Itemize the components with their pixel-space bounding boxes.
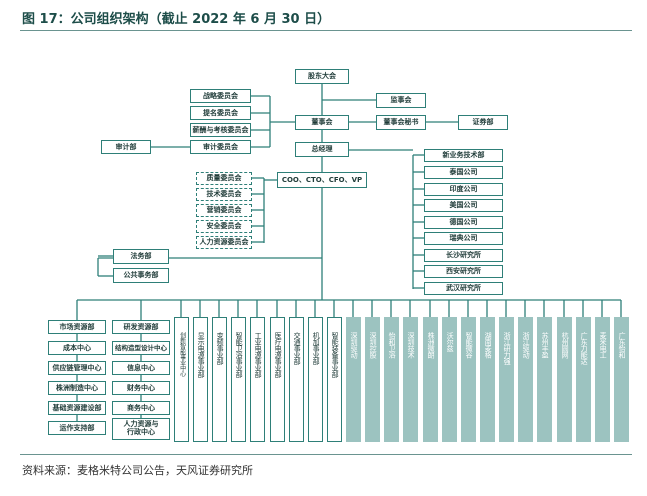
sub-hunan-mag: 湖南麦格 [480, 317, 495, 442]
legal-dept-box: 法务部 [113, 249, 169, 264]
sub-shenzhen-tech-label: 深圳技术 [407, 332, 416, 358]
dept-supply-chain: 供应链管理中心 [48, 361, 106, 375]
supervisors-box: 监事会 [376, 93, 426, 108]
overseas-sweden-box: 瑞典公司 [424, 232, 503, 245]
bu-machining: 机加事业部 [308, 317, 323, 442]
executives-box: COO、CTO、CFO、VP [277, 172, 367, 188]
sub-zhejiang-drive-label: 浙江驱动 [522, 332, 531, 358]
sub-guangdong-yihe: 广东怡和 [614, 317, 629, 442]
dept-structural-design: 结构造型设计中心 [112, 341, 170, 355]
overseas-xian-box: 西安研究所 [424, 265, 503, 278]
sub-smart-valley-label: 智能微谷 [465, 332, 474, 358]
sub-suzhou-fengying: 苏州丰盈 [537, 317, 552, 442]
audit-committee-box: 审计委员会 [190, 140, 251, 154]
quality-committee-box: 质量委员会 [196, 172, 252, 185]
nomination-committee-box: 提名委员会 [190, 106, 251, 120]
sub-hunan-mag-label: 湖南麦格 [484, 332, 493, 358]
bu-traffic: 交通事业部 [289, 317, 304, 442]
gm-box: 总经理 [295, 142, 349, 157]
sub-shenzhen-drive-label: 深圳驱动 [350, 332, 359, 358]
bu-smart-sanitary: 智能卫浴事业部 [231, 317, 246, 442]
securities-dept-box: 证券部 [458, 115, 508, 130]
bottom-rule [20, 454, 632, 455]
hr-committee-box: 人力资源委员会 [196, 236, 252, 249]
compensation-committee-box: 薪酬与考核委员会 [190, 123, 251, 137]
sub-guangdong-linengda-label: 广东力能达 [580, 332, 589, 365]
overseas-germany-box: 德国公司 [424, 216, 503, 229]
bu-industrial-power: 工业电源事业部 [250, 317, 265, 442]
technology-committee-box: 技术委员会 [196, 188, 252, 201]
dept-hr-admin: 人力资源与行政中心 [112, 418, 170, 440]
top-rule [20, 30, 632, 31]
shareholders-box: 股东大会 [295, 69, 349, 84]
sub-zhejiang-drive: 浙江驱动 [518, 317, 533, 442]
overseas-new-business-box: 新业务技术部 [424, 149, 503, 162]
overseas-wuhan-box: 武汉研究所 [424, 282, 503, 295]
sub-zhejiang-yanliqiang: 浙江研力强 [499, 317, 514, 442]
bu-inverter-label: 变频事业部 [216, 332, 225, 365]
sub-shenzhen-holdings: 深圳控股 [365, 317, 380, 442]
dept-operations-support: 运作支持部 [48, 421, 106, 435]
sub-guangdong-linengda: 广东力能达 [576, 317, 591, 442]
dept-market-resources: 市场资源部 [48, 320, 106, 334]
dept-rd-resources: 研发资源部 [112, 320, 170, 334]
bu-medical-power-label: 医疗电源事业部 [274, 332, 283, 378]
sub-shenzhen-holdings-label: 深圳控股 [369, 332, 378, 358]
sub-woerzi-label: 沃尔兹 [446, 332, 455, 352]
figure-title: 图 17：公司组织架构（截止 2022 年 6 月 30 日） [22, 12, 331, 27]
overseas-india-box: 印度公司 [424, 183, 503, 196]
bu-display-power: 显示电源事业部 [193, 317, 208, 442]
sub-hangzhou-yuanwang: 杭州圆网 [557, 317, 572, 442]
public-affairs-dept-box: 公共事务部 [113, 268, 169, 283]
strategy-committee-box: 战略委员会 [190, 89, 251, 103]
sub-maimi-electric-label: 麦米电工 [599, 332, 608, 358]
bu-medical-power: 医疗电源事业部 [270, 317, 285, 442]
bu-inverter: 变频事业部 [212, 317, 227, 442]
audit-dept-box: 审计部 [101, 140, 151, 154]
bu-smart-sanitary-label: 智能卫浴事业部 [235, 332, 244, 378]
sub-guangdong-yihe-label: 广东怡和 [618, 332, 627, 358]
sub-zhejiang-yanliqiang-label: 浙江研力强 [503, 332, 512, 365]
safety-committee-box: 安全委员会 [196, 220, 252, 233]
sub-woerzi: 沃尔兹 [442, 317, 457, 442]
bu-smart-equipment: 智能装备事业部 [327, 317, 342, 442]
bu-innovation-label: 创新智能事业中心 [178, 332, 186, 376]
bu-smart-equipment-label: 智能装备事业部 [331, 332, 340, 378]
dept-zhuzhou-manufacturing: 株洲制造中心 [48, 381, 106, 395]
sub-yihe-sanitary-label: 怡和卫浴 [388, 332, 397, 358]
bu-traffic-label: 交通事业部 [293, 332, 302, 365]
bu-innovation: 创新智能事业中心 [174, 317, 189, 442]
board-secretary-box: 董事会秘书 [376, 115, 426, 130]
sub-yihe-sanitary: 怡和卫浴 [384, 317, 399, 442]
sub-smart-valley: 智能微谷 [461, 317, 476, 442]
dept-infrastructure: 基础资源建设部 [48, 401, 106, 415]
bu-machining-label: 机加事业部 [312, 332, 321, 365]
source-note: 资料来源：麦格米特公司公告，天风证券研究所 [22, 464, 253, 477]
sub-suzhou-fengying-label: 苏州丰盈 [541, 332, 550, 358]
overseas-thailand-box: 泰国公司 [424, 166, 503, 179]
overseas-usa-box: 美国公司 [424, 199, 503, 212]
marketing-committee-box: 营销委员会 [196, 204, 252, 217]
sub-zhuzhou-weilang-label: 株洲微朗 [427, 332, 436, 358]
sub-zhuzhou-weilang: 株洲微朗 [423, 317, 438, 442]
dept-cost-center: 成本中心 [48, 341, 106, 355]
sub-shenzhen-drive: 深圳驱动 [346, 317, 361, 442]
sub-shenzhen-tech: 深圳技术 [403, 317, 418, 442]
bu-display-power-label: 显示电源事业部 [197, 332, 206, 378]
dept-business-center: 商务中心 [112, 401, 170, 415]
overseas-changsha-box: 长沙研究所 [424, 249, 503, 262]
sub-hangzhou-yuanwang-label: 杭州圆网 [561, 332, 570, 358]
board-box: 董事会 [295, 115, 349, 130]
sub-maimi-electric: 麦米电工 [595, 317, 610, 442]
dept-information-center: 信息中心 [112, 361, 170, 375]
dept-finance-center: 财务中心 [112, 381, 170, 395]
bu-industrial-power-label: 工业电源事业部 [254, 332, 263, 378]
